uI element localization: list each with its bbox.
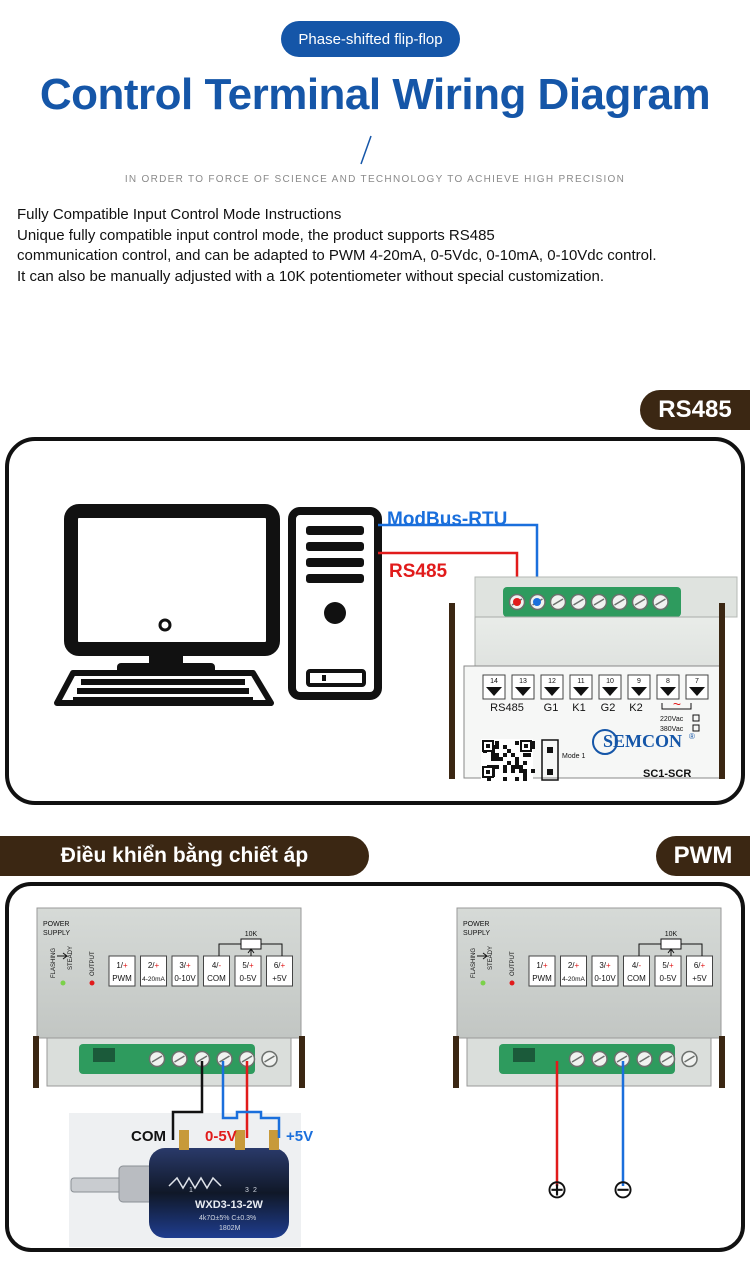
pin-name: 0-10V (174, 974, 196, 983)
description-line-4: It can also be manually adjusted with a … (17, 268, 604, 285)
svg-text:SUPPLY: SUPPLY (463, 930, 490, 937)
terminal-number: 8 (666, 678, 670, 685)
pin-name: COM (627, 974, 646, 983)
pin-name: COM (207, 974, 226, 983)
terminal-name: K2 (629, 702, 642, 714)
section-tab-pwm: PWM (656, 836, 750, 876)
pin-number: 2/+ (148, 961, 160, 970)
potentiometer: WXD3-13-2W 4k7Ω±5% C±0.3% 1802M 1 3 2 (69, 1113, 301, 1247)
pin-name: 4-20mA (142, 976, 165, 983)
terminal-number: 13 (519, 678, 527, 685)
power-supply-label: POWER (43, 921, 69, 928)
pot-model: WXD3-13-2W (195, 1199, 263, 1211)
ac-symbol: ~ (673, 696, 681, 712)
pc-tower-icon (288, 507, 382, 700)
pot-code: 1802M (219, 1225, 241, 1232)
terminal-name: RS485 (490, 702, 524, 714)
description-line-2: Unique fully compatible input control mo… (17, 227, 495, 244)
terminal-number: 12 (548, 678, 556, 685)
model-label: SC1-SCR (643, 768, 691, 780)
section-tab-potentiometer: Điều khiển bằng chiết áp (0, 836, 369, 876)
rs485-label: RS485 (389, 561, 448, 582)
terminal-name: G1 (544, 702, 559, 714)
pin-name: 4-20mA (562, 976, 585, 983)
steady-label: STEADY (68, 946, 74, 970)
pin-name: 0-5V (660, 974, 678, 983)
pin-number: 1/+ (116, 961, 128, 970)
control-panel: POWER SUPPLY FLASHING STEADY OUTPUT 1/+ PWM 2/+… (5, 882, 745, 1252)
power-supply-label: POWER (463, 921, 489, 928)
pot-value-label: 10K (665, 931, 678, 938)
terminal-name: K1 (572, 702, 585, 714)
pin-number: 1/+ (536, 961, 548, 970)
brand-circle (592, 729, 618, 755)
flashing-label: FLASHING (471, 948, 477, 978)
brand-logo: SEMCON (603, 731, 682, 751)
terminal-number: 10 (606, 678, 614, 685)
pin-name: 0-5V (240, 974, 258, 983)
description-line-1: Fully Compatible Input Control Mode Inst… (17, 206, 342, 223)
pin-name: PWM (532, 974, 552, 983)
pin-number: 6/+ (694, 961, 706, 970)
voltage-220: 220Vac (660, 716, 684, 723)
pin-number: 3/+ (599, 961, 611, 970)
svg-text:SUPPLY: SUPPLY (43, 930, 70, 937)
pin-number: 2/+ (568, 961, 580, 970)
pin-number: 5/+ (242, 961, 254, 970)
module-left: POWER SUPPLY FLASHING STEADY OUTPUT 1/+ PWM 2/+… (33, 907, 305, 1088)
pin-number: 6/+ (274, 961, 286, 970)
output-label: OUTPUT (510, 951, 516, 976)
pot-spec: 4k7Ω±5% C±0.3% (199, 1215, 256, 1222)
slash-divider (360, 135, 372, 165)
svg-text:2: 2 (253, 1187, 257, 1194)
pin-number: 3/+ (179, 961, 191, 970)
pin-name: +5V (692, 974, 707, 983)
plus-icon: ⊕ (546, 1174, 568, 1204)
module-right: POWER SUPPLY FLASHING STEADY OUTPUT 1/+ PWM 2/+… (453, 907, 725, 1088)
pin-name: 0-10V (594, 974, 616, 983)
mode-switch (541, 739, 559, 781)
terminal-number: 7 (695, 678, 699, 685)
pin-number: 5/+ (662, 961, 674, 970)
steady-label: STEADY (488, 946, 494, 970)
pot-5v-wire (221, 1061, 281, 1138)
terminal-name: G2 (601, 702, 616, 714)
terminal-number: 14 (490, 678, 498, 685)
category-badge: Phase-shifted flip-flop (281, 21, 460, 57)
minus-icon: ⊖ (612, 1174, 634, 1204)
terminal-screws (508, 593, 669, 611)
pot-value-label: 10K (245, 931, 258, 938)
v05-label: 0-5V (205, 1128, 237, 1145)
brand-registered-mark: ® (689, 732, 695, 741)
section-tab-rs485: RS485 (640, 390, 750, 430)
mode-label: Mode 1 (562, 753, 585, 760)
flashing-label: FLASHING (51, 948, 57, 978)
svg-text:1: 1 (189, 1187, 193, 1194)
v5-label: +5V (286, 1128, 313, 1145)
modbus-label: ModBus-RTU (387, 509, 507, 530)
voltage-380: 380Vac (660, 726, 684, 733)
pin-number: 4/- (212, 961, 222, 970)
output-label: OUTPUT (90, 951, 96, 976)
svg-text:3: 3 (245, 1187, 249, 1194)
control-diagram: POWER SUPPLY FLASHING STEADY OUTPUT 1/+ PWM 2/+… (33, 907, 725, 1247)
pin-name: PWM (112, 974, 132, 983)
page-title: Control Terminal Wiring Diagram (39, 70, 711, 119)
qr-code (481, 739, 535, 781)
com-label: COM (131, 1128, 166, 1145)
pin-number: 4/- (632, 961, 642, 970)
description-line-3: communication control, and can be adapte… (17, 247, 657, 264)
keyboard-icon (54, 670, 274, 706)
pin-name: +5V (272, 974, 287, 983)
tagline: IN ORDER TO FORCE OF SCIENCE AND TECHNOL… (124, 174, 626, 185)
terminal-number: 9 (637, 678, 641, 685)
monitor-icon (64, 504, 280, 675)
com-wire (171, 1061, 204, 1140)
terminal-number: 11 (577, 678, 584, 685)
